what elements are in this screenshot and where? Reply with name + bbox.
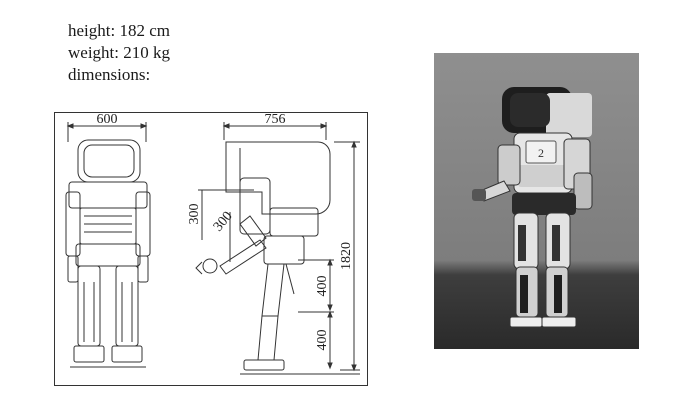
shin-dimension: 400 (315, 330, 330, 351)
robot-photo: 2 (434, 53, 639, 349)
weight-value: 210 kg (123, 43, 170, 62)
drawing-frame (54, 112, 368, 386)
robot-figure: 2 (472, 87, 593, 328)
weight-line: weight: 210 kg (68, 42, 170, 64)
weight-label: weight: (68, 43, 119, 62)
chest-marking: 2 (538, 146, 544, 160)
front-width-dimension: 600 (97, 112, 118, 127)
dimensions-label: dimensions: (68, 65, 151, 84)
side-view (195, 122, 360, 375)
forearm-dimension: 300 (211, 209, 236, 235)
total-height-dimension: 1820 (339, 242, 354, 270)
front-view (65, 122, 151, 368)
upper-arm-dimension: 300 (187, 204, 202, 225)
robot-specs: height: 182 cm weight: 210 kg dimensions… (68, 20, 170, 86)
height-line: height: 182 cm (68, 20, 170, 42)
thigh-dimension: 400 (315, 276, 330, 297)
robot-technical-drawing: 600 (54, 112, 368, 386)
height-value: 182 cm (119, 21, 170, 40)
height-label: height: (68, 21, 116, 40)
side-depth-dimension: 756 (265, 112, 286, 127)
